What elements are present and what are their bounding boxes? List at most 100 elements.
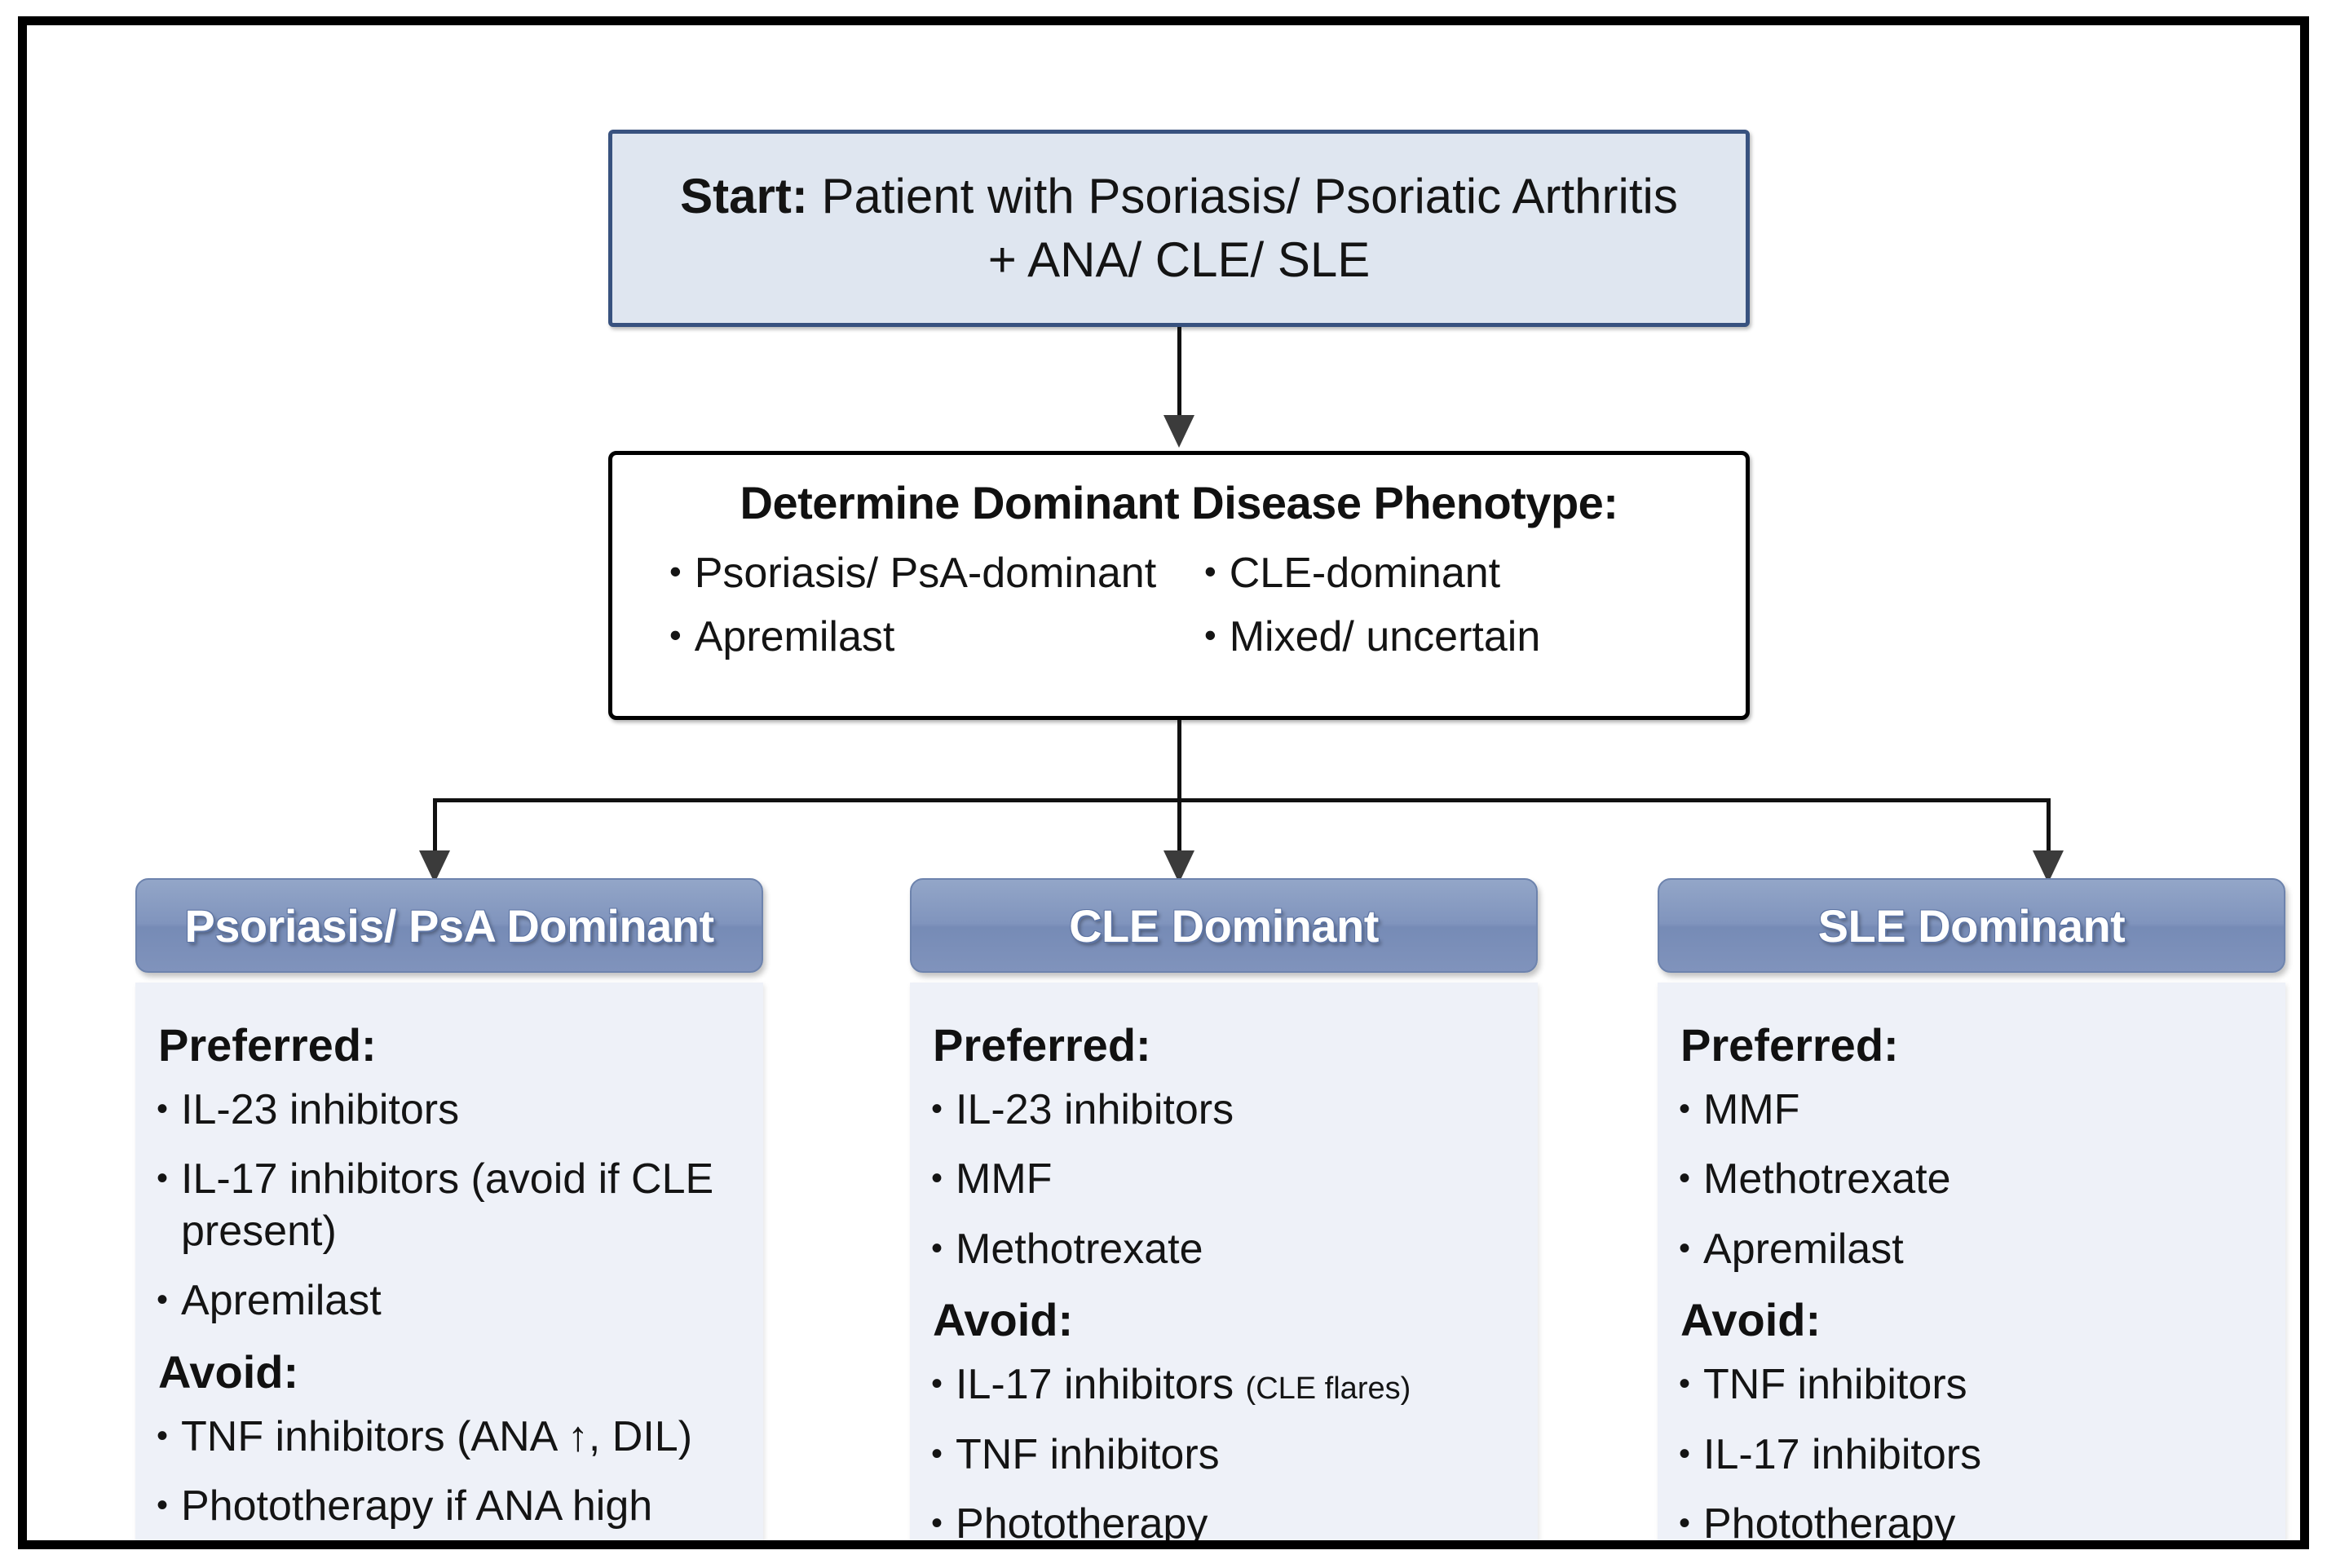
- bullet-icon: •: [669, 616, 682, 655]
- list-item: • IL-17 inhibitors (CLE flares): [931, 1359, 1517, 1411]
- list-item-label: MMF: [1703, 1086, 1800, 1133]
- bullet-icon: •: [157, 1417, 169, 1454]
- decision-options-left: • Psoriasis/ PsA-dominant • Apremilast: [669, 547, 1162, 675]
- list-item: • IL-17 inhibitors (avoid if CLE present…: [157, 1154, 742, 1257]
- list-item-label: Phototherapy: [1703, 1500, 1956, 1548]
- decision-node: Determine Dominant Disease Phenotype: • …: [608, 451, 1750, 720]
- list-item-label: Methotrexate: [1703, 1155, 1951, 1204]
- branch-header-cle: CLE Dominant: [910, 878, 1538, 973]
- decision-option-label: Mixed/ uncertain: [1229, 613, 1541, 661]
- list-item-label: TNF inhibitors: [1703, 1361, 1967, 1409]
- bullet-icon: •: [931, 1366, 943, 1402]
- list-item-label: Methotrexate: [956, 1225, 1203, 1273]
- list-item-label: TNF inhibitors (ANA ↑, DIL): [181, 1412, 693, 1460]
- bullet-icon: •: [1679, 1091, 1691, 1127]
- branch-body-cle: Preferred: • IL-23 inhibitors • MMF • Me…: [910, 983, 1538, 1548]
- list-item: • Apremilast: [157, 1275, 742, 1327]
- bullet-icon: •: [1679, 1230, 1691, 1266]
- list-item-label: Phototherapy: [956, 1500, 1208, 1548]
- branch-column-cle: CLE Dominant Preferred: • IL-23 inhibito…: [910, 878, 1538, 1548]
- bullet-icon: •: [1679, 1366, 1691, 1402]
- branch-header-label: CLE Dominant: [1069, 899, 1379, 952]
- arrowhead-branch-3: [2033, 850, 2064, 883]
- connector-branch-3: [2047, 798, 2051, 854]
- bullet-icon: •: [931, 1230, 943, 1266]
- list-item-label: IL-17 inhibitors: [956, 1361, 1246, 1409]
- connector-branch-2: [1177, 798, 1181, 854]
- decision-option: • Psoriasis/ PsA-dominant: [669, 547, 1162, 599]
- bullet-icon: •: [931, 1435, 943, 1472]
- list-item: • Phototherapy: [1679, 1499, 2264, 1548]
- arrowhead-branch-1: [419, 850, 450, 883]
- avoid-heading: Avoid:: [1680, 1294, 1821, 1346]
- avoid-heading: Avoid:: [933, 1294, 1074, 1346]
- connector-branch-1: [433, 798, 437, 854]
- list-item: • TNF inhibitors (ANA ↑, DIL): [157, 1411, 742, 1463]
- list-item: • Phototherapy if ANA high: [157, 1481, 742, 1532]
- branch-column-sle: SLE Dominant Preferred: • MMF • Methotre…: [1658, 878, 2285, 1548]
- bullet-icon: •: [157, 1487, 169, 1524]
- start-node-line-2: + ANA/ CLE/ SLE: [987, 232, 1371, 287]
- list-item: • IL-17 inhibitors: [1679, 1429, 2264, 1481]
- list-item: • IL-23 inhibitors: [931, 1084, 1517, 1136]
- bullet-icon: •: [157, 1282, 169, 1318]
- list-item: • IL-23 inhibitors: [157, 1084, 742, 1136]
- decision-options-grid: • Psoriasis/ PsA-dominant • Apremilast •…: [612, 547, 1746, 675]
- avoid-heading: Avoid:: [158, 1345, 299, 1398]
- list-item-label: TNF inhibitors: [956, 1430, 1220, 1478]
- bullet-icon: •: [1204, 616, 1216, 655]
- decision-node-title: Determine Dominant Disease Phenotype:: [740, 477, 1618, 528]
- list-item-label: IL-17 inhibitors (avoid if CLE present): [181, 1155, 714, 1255]
- branch-header-sle: SLE Dominant: [1658, 878, 2285, 973]
- connector-start-to-decision: [1177, 327, 1181, 417]
- branch-header-label: Psoriasis/ PsA Dominant: [184, 899, 714, 952]
- bullet-icon: •: [669, 552, 682, 590]
- connector-decision-stem: [1177, 720, 1181, 802]
- bullet-icon: •: [1204, 552, 1216, 590]
- bullet-icon: •: [1679, 1160, 1691, 1197]
- decision-option: • Mixed/ uncertain: [1204, 611, 1697, 663]
- list-item-label: IL-17 inhibitors: [1703, 1430, 1982, 1478]
- bullet-icon: •: [1679, 1505, 1691, 1542]
- decision-option-label: Psoriasis/ PsA-dominant: [694, 550, 1157, 597]
- decision-options-right: • CLE-dominant • Mixed/ uncertain: [1170, 547, 1697, 675]
- preferred-heading: Preferred:: [158, 1019, 377, 1071]
- decision-option-label: CLE-dominant: [1229, 550, 1501, 597]
- list-item-label: Apremilast: [181, 1277, 382, 1325]
- list-item-note: (CLE flares): [1245, 1371, 1411, 1407]
- branch-column-psoriasis-psa: Psoriasis/ PsA Dominant Preferred: • IL-…: [135, 878, 763, 1540]
- decision-option: • Apremilast: [669, 611, 1162, 663]
- bullet-icon: •: [1679, 1435, 1691, 1472]
- list-item: • MMF: [931, 1154, 1517, 1205]
- branch-body-sle: Preferred: • MMF • Methotrexate • Apremi…: [1658, 983, 2285, 1548]
- start-node-line-1-rest: Patient with Psoriasis/ Psoriatic Arthri…: [807, 169, 1678, 223]
- list-item-label: Apremilast: [1703, 1225, 1904, 1273]
- list-item-label: IL-23 inhibitors: [956, 1086, 1234, 1133]
- bullet-icon: •: [931, 1091, 943, 1127]
- arrowhead-to-decision: [1164, 415, 1194, 448]
- bullet-icon: •: [157, 1091, 169, 1127]
- list-item: • TNF inhibitors: [1679, 1359, 2264, 1411]
- start-node: Start: Patient with Psoriasis/ Psoriatic…: [608, 130, 1750, 327]
- start-node-line-1: Start: Patient with Psoriasis/ Psoriatic…: [680, 165, 1678, 228]
- list-item: • Methotrexate: [1679, 1154, 2264, 1205]
- preferred-heading: Preferred:: [933, 1019, 1151, 1071]
- list-item-label: MMF: [956, 1155, 1053, 1204]
- start-node-label-bold: Start:: [680, 169, 808, 223]
- list-item-label: Phototherapy if ANA high: [181, 1482, 653, 1530]
- branch-header-label: SLE Dominant: [1817, 899, 2126, 952]
- connector-distribution-bar: [433, 798, 2051, 802]
- branch-header-psoriasis-psa: Psoriasis/ PsA Dominant: [135, 878, 763, 973]
- preferred-heading: Preferred:: [1680, 1019, 1899, 1071]
- diagram-frame: Start: Patient with Psoriasis/ Psoriatic…: [18, 16, 2309, 1549]
- list-item: • Apremilast: [1679, 1224, 2264, 1275]
- bullet-icon: •: [157, 1160, 169, 1197]
- decision-option-label: Apremilast: [694, 613, 895, 661]
- list-item: • Phototherapy: [931, 1499, 1517, 1548]
- bullet-icon: •: [931, 1505, 943, 1542]
- branch-body-psoriasis-psa: Preferred: • IL-23 inhibitors • IL-17 in…: [135, 983, 763, 1540]
- arrowhead-branch-2: [1164, 850, 1194, 883]
- decision-option: • CLE-dominant: [1204, 547, 1697, 599]
- list-item-label-wrap: IL-17 inhibitors (CLE flares): [956, 1359, 1517, 1411]
